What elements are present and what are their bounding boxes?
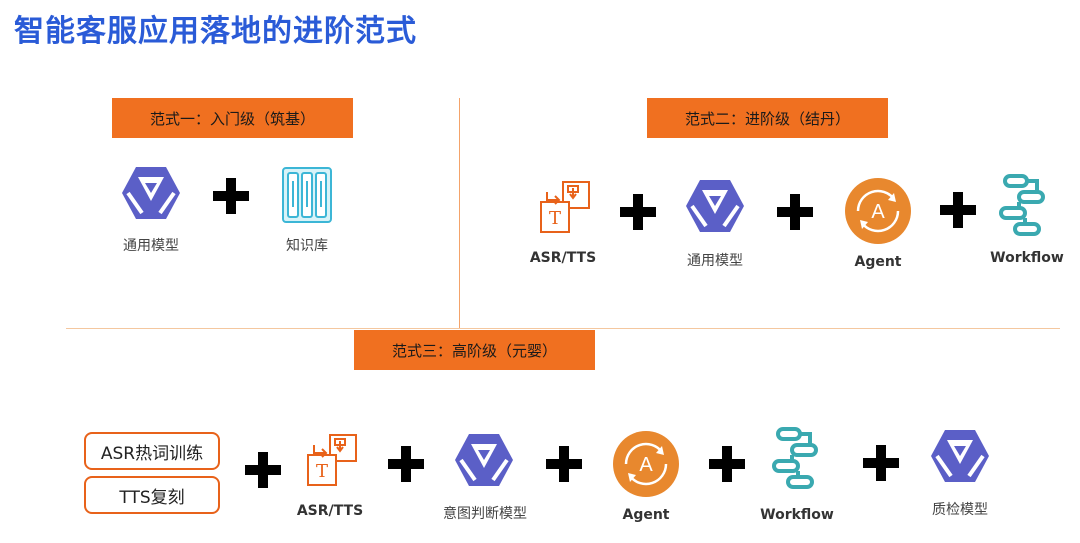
qwen-model-icon <box>686 180 744 232</box>
plus-icon <box>940 192 976 228</box>
tts-clone-box: TTS复刻 <box>84 476 220 514</box>
qwen-model-icon <box>455 434 513 486</box>
plus-icon <box>388 446 424 482</box>
tier1-tag: 范式一：入门级（筑基） <box>112 98 353 138</box>
tier1-kb-item <box>282 167 332 223</box>
tier3-workflow-label: Workflow <box>760 507 834 523</box>
tier2-asr-item: T <box>537 180 593 236</box>
plus-icon <box>546 446 582 482</box>
workflow-icon <box>772 427 818 489</box>
horizontal-divider <box>66 328 1060 329</box>
tier2-model-item <box>682 176 748 238</box>
tier3-qa-model-item <box>927 426 993 488</box>
plus-icon <box>709 446 745 482</box>
tier3-qa-model-label: 质检模型 <box>932 502 988 518</box>
vertical-divider <box>459 98 460 328</box>
tier3-asr-item: T <box>304 433 360 489</box>
tier1-kb-label: 知识库 <box>286 238 328 254</box>
tier2-agent-label: Agent <box>854 254 902 270</box>
asr-tts-icon: T <box>540 181 590 233</box>
qwen-model-icon <box>122 167 180 219</box>
tier2-workflow-item <box>999 174 1047 236</box>
tier3-intent-model-label: 意图判断模型 <box>443 506 527 522</box>
tier3-workflow-item <box>772 427 820 489</box>
plus-icon <box>245 452 281 488</box>
tier3-tag: 范式三：高阶级（元婴） <box>354 330 595 370</box>
svg-text:A: A <box>871 201 885 223</box>
asr-hotword-training-box: ASR热词训练 <box>84 432 220 470</box>
tier2-asr-label: ASR/TTS <box>529 250 597 266</box>
tier3-intent-model-item <box>451 430 517 492</box>
agent-icon: A <box>845 178 911 244</box>
workflow-icon <box>999 174 1045 236</box>
tier2-agent-item: A <box>844 177 912 245</box>
svg-text:T: T <box>549 208 561 229</box>
plus-icon <box>213 178 249 214</box>
tier3-agent-label: Agent <box>622 507 670 523</box>
agent-icon: A <box>613 431 679 497</box>
plus-icon <box>777 194 813 230</box>
tier2-tag: 范式二：进阶级（结丹） <box>647 98 888 138</box>
tier2-workflow-label: Workflow <box>990 250 1064 266</box>
tier1-model-item <box>118 163 184 225</box>
asr-tts-icon: T <box>307 434 357 486</box>
tier3-agent-item: A <box>612 430 680 498</box>
page-title: 智能客服应用落地的进阶范式 <box>14 14 417 49</box>
svg-text:T: T <box>316 461 328 482</box>
qwen-model-icon <box>931 430 989 482</box>
plus-icon <box>620 194 656 230</box>
knowledge-base-icon <box>282 167 332 223</box>
plus-icon <box>863 445 899 481</box>
tier2-model-label: 通用模型 <box>687 253 743 269</box>
tier1-model-label: 通用模型 <box>123 238 179 254</box>
tier3-asr-label: ASR/TTS <box>296 503 364 519</box>
svg-text:A: A <box>639 454 653 476</box>
